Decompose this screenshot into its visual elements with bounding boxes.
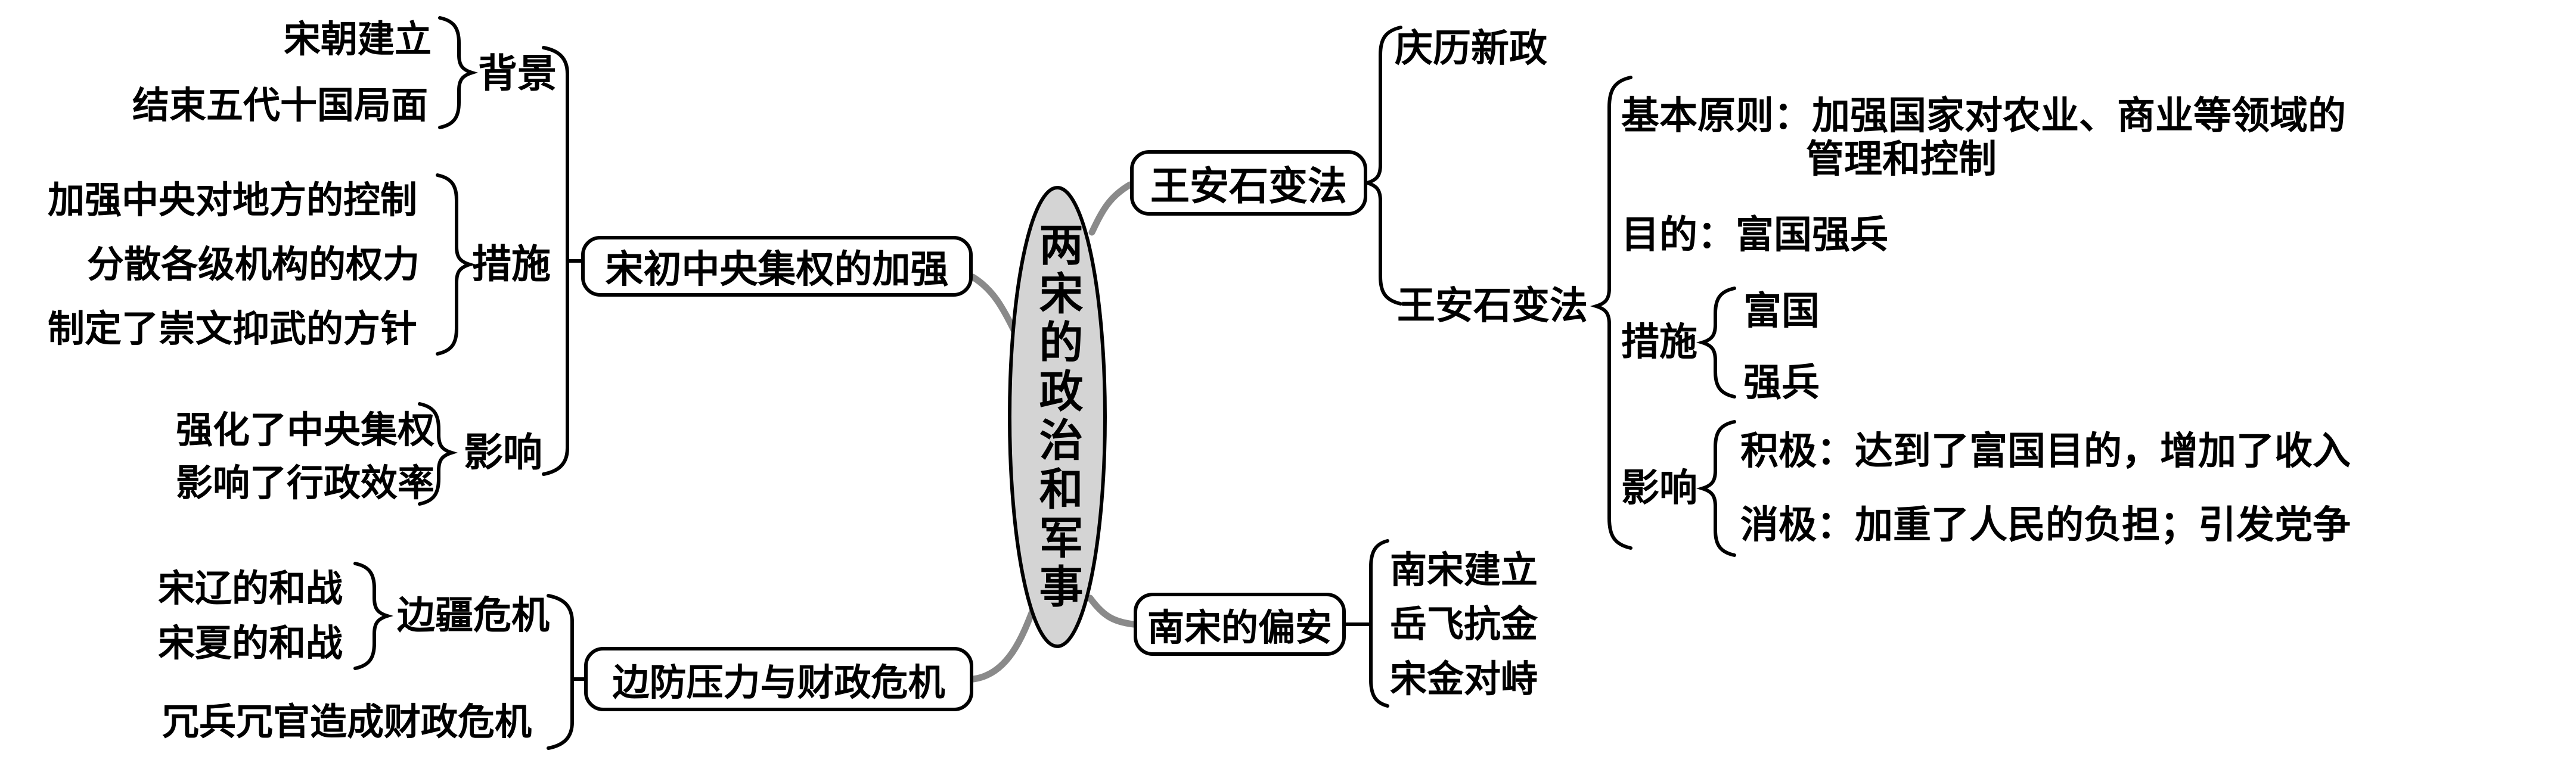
- leaf-strengthen-local-control: 加强中央对地方的控制: [47, 178, 418, 222]
- leaf-song-founded: 宋朝建立: [283, 17, 432, 61]
- brace-branch2-children: [1361, 26, 1402, 306]
- leaf-positive-effect: 积极：达到了富国目的，增加了收入: [1740, 429, 2351, 474]
- brace-background-items: [438, 16, 479, 129]
- leaf-qingli-new-deal: 庆历新政: [1395, 27, 1547, 71]
- label-border-crisis: 边疆危机: [397, 594, 550, 638]
- leaf-affected-efficiency: 影响了行政效率: [175, 461, 435, 505]
- label-measures-right: 措施: [1621, 320, 1697, 365]
- leaf-negative-effect: 消极：加重了人民的负担；引发党争: [1740, 503, 2351, 547]
- leaf-song-liao-relations: 宋辽的和战: [157, 566, 343, 610]
- label-effects-right: 影响: [1621, 466, 1697, 510]
- leaf-song-jin-standoff: 宋金对峙: [1390, 657, 1538, 701]
- leaf-enrich-nation: 富国: [1743, 290, 1820, 334]
- leaf-disperse-power: 分散各级机构的权力: [86, 242, 420, 286]
- brace-shapes: [353, 16, 1736, 750]
- bracket-branch1-group: [542, 46, 585, 476]
- leaf-yuefei-resist-jin: 岳飞抗金: [1390, 602, 1538, 646]
- leaf-end-five-dynasties: 结束五代十国局面: [132, 83, 429, 127]
- connector-branch3: [970, 602, 1038, 683]
- connector-branch2: [1088, 181, 1134, 236]
- center-topic-label: 两宋的政治和军事: [1032, 222, 1083, 612]
- node-box-song-centralization: 宋初中央集权的加强: [581, 236, 973, 297]
- label-effects: 影响: [464, 429, 542, 475]
- leaf-strengthened-centralization: 强化了中央集权: [175, 408, 435, 452]
- brace-wanganshi-details: [1590, 76, 1632, 550]
- node-box-border-fiscal-crisis: 边防压力与财政危机: [584, 647, 973, 711]
- brace-measures-right: [1696, 287, 1736, 399]
- leaf-southern-song-founded: 南宋建立: [1390, 548, 1538, 592]
- label-wanganshi-reform: 王安石变法: [1397, 284, 1588, 328]
- center-topic-ellipse: [1008, 186, 1107, 648]
- node-box-wanganshi-reform: 王安石变法: [1130, 150, 1367, 216]
- label-background: 背景: [478, 51, 557, 96]
- leaf-civil-over-military: 制定了崇文抑武的方针: [47, 307, 418, 350]
- leaf-basic-principle-line2: 管理和控制: [1806, 138, 1997, 182]
- label-measures: 措施: [472, 241, 551, 287]
- connector-branch4: [1087, 594, 1137, 628]
- connector-lines: [969, 181, 1137, 683]
- bracket-branch4-group: [1343, 539, 1389, 708]
- leaf-song-xia-relations: 宋夏的和战: [157, 621, 343, 665]
- leaf-basic-principle-line1: 基本原则：加强国家对农业、商业等领域的: [1621, 94, 2346, 138]
- leaf-purpose: 目的：富国强兵: [1621, 213, 1888, 257]
- brace-border-crisis-items: [353, 562, 394, 670]
- connector-branch1: [969, 273, 1019, 336]
- brace-effects-items: [418, 402, 458, 506]
- brace-measures-items: [436, 173, 476, 356]
- node-box-southern-song: 南宋的偏安: [1134, 593, 1346, 656]
- bracket-branch3-group: [547, 594, 588, 750]
- leaf-strengthen-army: 强兵: [1743, 361, 1820, 405]
- leaf-redundant-soldiers-officials: 冗兵冗官造成财政危机: [162, 700, 532, 743]
- brace-effects-right: [1696, 420, 1736, 557]
